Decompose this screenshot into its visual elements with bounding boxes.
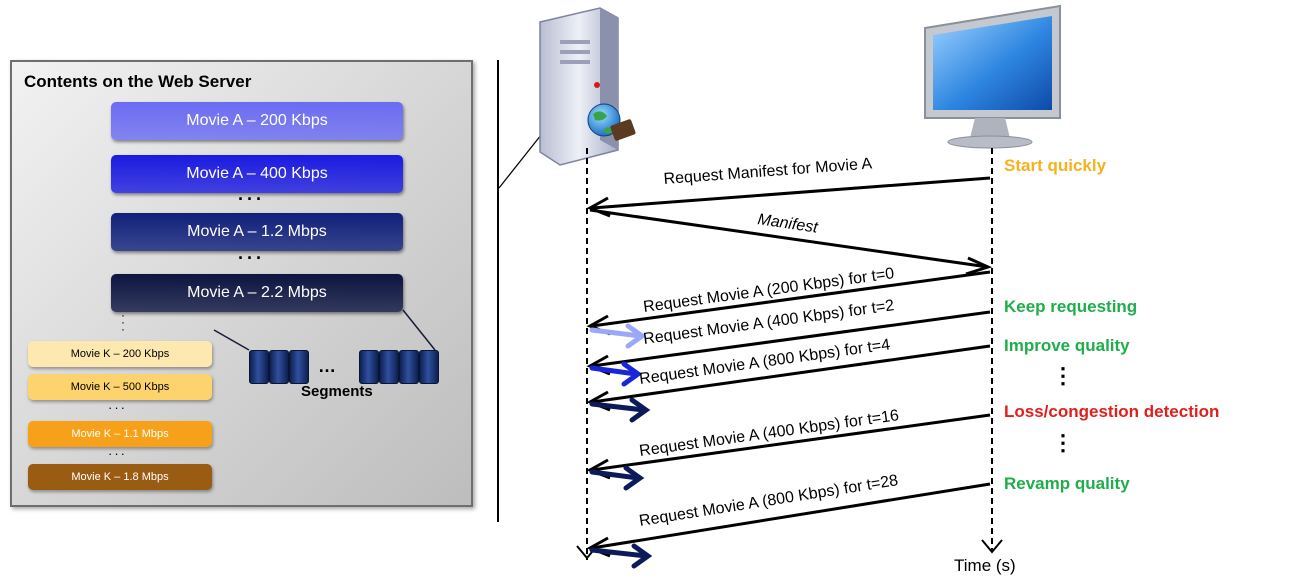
movie-k-rate-1-8m: Movie K – 1.8 Mbps: [28, 464, 212, 490]
movie-k-rate-200: Movie K – 200 Kbps: [28, 341, 212, 367]
movie-k-rate-500: Movie K – 500 Kbps: [28, 374, 212, 400]
arrow-request-200-t0: [591, 270, 991, 328]
arrowhead: [629, 397, 651, 423]
arrowhead: [965, 256, 993, 276]
message-label: Request Movie A (800 Kbps) for t=28: [638, 472, 899, 530]
k-ellipsis: ···: [108, 400, 127, 415]
status-start-quickly: Start quickly: [1004, 156, 1107, 175]
segment-block: [379, 350, 399, 384]
status-keep-requesting: Keep requesting: [1004, 297, 1138, 316]
movie-a-rate-1-2m: Movie A – 1.2 Mbps: [111, 213, 403, 251]
status-loss-detection: Loss/congestion detection: [1004, 402, 1220, 421]
movie-a-rate-400: Movie A – 400 Kbps: [111, 155, 403, 193]
time-axis-label: Time (s): [954, 556, 1016, 575]
segment-block: [399, 350, 419, 384]
arrow-request-800-t4: [591, 344, 991, 404]
rate-ellipsis: ···: [238, 189, 265, 209]
segment-block: [269, 350, 289, 384]
panel-divider: [497, 60, 499, 522]
segments-ellipsis: …: [318, 356, 336, 376]
client-lifeline-arrowhead: [981, 539, 1003, 554]
segment-block: [249, 350, 269, 384]
arrow-request-400-t16: [591, 413, 991, 472]
callout-line: [498, 129, 546, 189]
segment-arrow-200: [589, 327, 643, 339]
status-revamp-quality: Revamp quality: [1004, 474, 1130, 493]
segment-arrow-800: [589, 547, 649, 559]
segments-label: Segments: [301, 383, 373, 400]
server-icon: [539, 7, 619, 166]
segment-block: [289, 350, 309, 384]
arrow-request-800-t28: [591, 482, 991, 550]
status-improve-quality: Improve quality: [1004, 336, 1130, 355]
arrowhead: [625, 323, 647, 349]
message-label: Request Movie A (800 Kbps) for t=4: [638, 336, 891, 388]
movie-a-rate-2-2m: Movie A – 2.2 Mbps: [111, 274, 403, 312]
segment-arrow-400: [589, 365, 639, 377]
arrowhead: [631, 543, 653, 569]
arrowhead: [621, 361, 643, 387]
panel-title: Contents on the Web Server: [24, 72, 252, 91]
arrow-request-manifest: [591, 176, 991, 210]
segment-arrow-800: [589, 401, 647, 413]
arrowhead: [623, 465, 645, 491]
movie-a-rate-200: Movie A – 200 Kbps: [111, 102, 403, 140]
arrow-request-400-t2: [591, 310, 991, 368]
segment-arrow-400: [589, 469, 641, 481]
monitor-icon: [924, 4, 1061, 149]
vertical-dots: ···: [121, 308, 125, 336]
segment-block: [419, 350, 439, 384]
arrow-manifest: [589, 208, 989, 269]
zoom-line: [213, 329, 250, 351]
rate-ellipsis: ···: [238, 248, 265, 268]
globe-film-icon: [587, 103, 636, 141]
message-label: Request Manifest for Movie A: [663, 155, 873, 188]
segment-block: [359, 350, 379, 384]
k-ellipsis: ···: [108, 446, 127, 461]
vertical-ellipsis: ⋮: [1052, 430, 1074, 455]
message-label: Manifest: [756, 211, 819, 237]
movie-k-rate-1-1m: Movie K – 1.1 Mbps: [28, 421, 212, 447]
zoom-line: [402, 309, 436, 351]
vertical-ellipsis: ⋮: [1052, 363, 1074, 388]
